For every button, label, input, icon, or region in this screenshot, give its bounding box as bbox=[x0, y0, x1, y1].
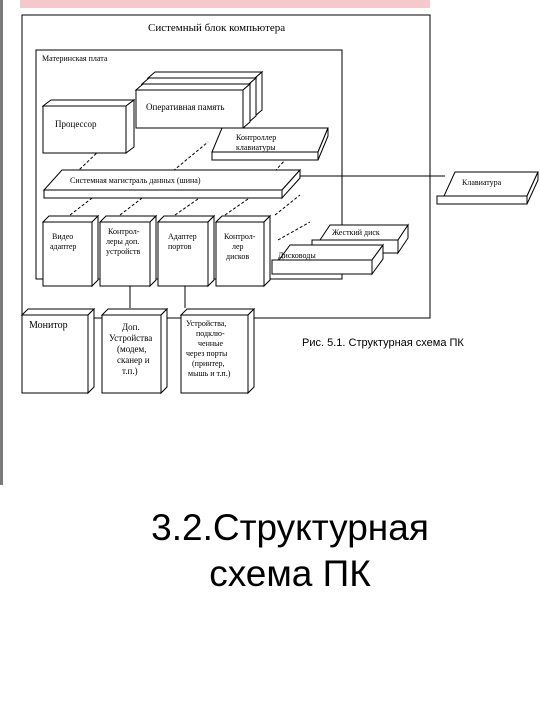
port-devices-label-4: через порты bbox=[186, 349, 228, 358]
keyboard-box: Клавиатура bbox=[436, 171, 539, 205]
extra-devices-label-3: (модем, bbox=[117, 344, 146, 354]
device-controllers-label-1: Контрол- bbox=[108, 227, 140, 236]
video-adapter-label-1: Видео bbox=[52, 232, 73, 241]
disk-drives-label: Дисководы bbox=[278, 251, 316, 260]
disk-controller-label-1: Контрол- bbox=[224, 232, 256, 241]
keyboard-controller-label-1: Контроллер bbox=[236, 133, 276, 142]
keyboard-label: Клавиатура bbox=[462, 178, 502, 187]
motherboard-label: Материнская плата bbox=[42, 54, 108, 63]
device-controllers-label-3: устройств bbox=[106, 247, 140, 256]
port-devices-box: Устройства, подклю- ченные через порты (… bbox=[179, 307, 256, 395]
port-devices-label-3: ченные bbox=[198, 339, 224, 348]
port-adapter-label-1: Адаптер bbox=[168, 232, 197, 241]
slide-title-line-2: схема ПК bbox=[209, 553, 371, 594]
left-border-line bbox=[0, 0, 3, 485]
disk-controller-label-2: лер bbox=[232, 242, 244, 251]
top-accent-bar bbox=[20, 0, 430, 8]
processor-label: Процессор bbox=[55, 119, 97, 129]
extra-devices-label-4: сканер и bbox=[117, 355, 150, 365]
port-adapter-box: Адаптер портов bbox=[156, 214, 216, 288]
extra-devices-label-5: т.п.) bbox=[122, 366, 138, 376]
port-devices-label-6: мышь и т.п.) bbox=[188, 369, 231, 378]
ram-module: Оперативная память bbox=[134, 70, 264, 130]
extra-devices-label-1: Доп. bbox=[122, 322, 140, 332]
slide-title: 3.2.Структурная схема ПК bbox=[60, 505, 520, 597]
processor-box: Процессор bbox=[41, 99, 136, 154]
ram-label: Оперативная память bbox=[146, 102, 224, 112]
port-devices-label-1: Устройства, bbox=[186, 319, 226, 328]
video-adapter-box: Видео адаптер bbox=[41, 214, 100, 288]
device-controllers-label-2: леры доп. bbox=[106, 237, 139, 246]
monitor-label: Монитор bbox=[29, 320, 68, 331]
slide-title-line-1: 3.2.Структурная bbox=[151, 507, 429, 548]
port-adapter-label-2: портов bbox=[168, 242, 192, 251]
hard-disk-label: Жесткий диск bbox=[332, 228, 380, 237]
system-unit-label: Системный блок компьютера bbox=[148, 22, 285, 34]
disk-controller-box: Контрол- лер дисков bbox=[214, 214, 272, 288]
disk-drives-box: Дисководы bbox=[271, 243, 384, 276]
port-devices-label-5: (принтер, bbox=[192, 359, 225, 368]
disk-controller-label-3: дисков bbox=[226, 252, 249, 261]
port-devices-label-2: подклю- bbox=[196, 329, 225, 338]
video-adapter-label-2: адаптер bbox=[50, 242, 76, 251]
extra-devices-box: Доп. Устройства (модем, сканер и т.п.) bbox=[100, 307, 169, 395]
figure-caption: Рис. 5.1. Структурная схема ПК bbox=[302, 337, 464, 349]
keyboard-controller-box: Контроллер клавиатуры bbox=[211, 127, 329, 161]
device-controllers-box: Контрол- леры доп. устройств bbox=[98, 214, 158, 288]
extra-devices-label-2: Устройства bbox=[109, 333, 152, 343]
keyboard-controller-label-2: клавиатуры bbox=[236, 143, 276, 152]
monitor-box: Монитор bbox=[20, 307, 96, 395]
system-bus-box: Системная магистраль данных (шина) bbox=[42, 168, 302, 200]
system-bus-label: Системная магистраль данных (шина) bbox=[70, 176, 201, 185]
